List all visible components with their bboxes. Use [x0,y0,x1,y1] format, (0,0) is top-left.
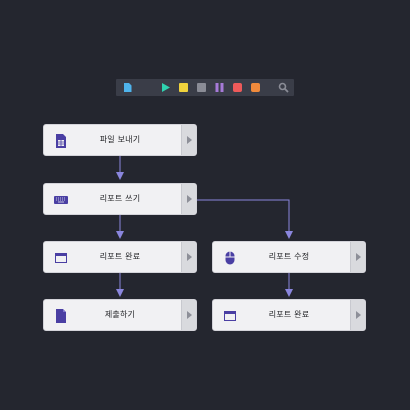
expand-button[interactable] [350,300,365,330]
window-icon [222,308,238,324]
orange-square-icon[interactable] [250,82,261,93]
chevron-right-icon [187,253,192,261]
play-icon[interactable] [160,82,171,93]
spreadsheet-icon [53,133,69,149]
flow-node-report-complete-left[interactable]: 리포트 완료 [43,241,197,273]
document-icon [53,308,69,324]
expand-button[interactable] [350,242,365,272]
flow-node-write-report[interactable]: 리포트 쓰기 [43,183,197,215]
flow-node-report-complete-right[interactable]: 리포트 완료 [212,299,366,331]
flow-node-submit[interactable]: 제출하기 [43,299,197,331]
node-label: 리포트 완료 [99,252,141,261]
chevron-right-icon [356,253,361,261]
expand-button[interactable] [181,125,196,155]
chevron-right-icon [187,136,192,144]
node-label: 리포트 완료 [268,310,310,319]
chevron-right-icon [187,311,192,319]
node-label: 파일 보내기 [99,135,141,144]
document-icon[interactable] [122,82,133,93]
yellow-square-icon[interactable] [178,82,189,93]
chevron-right-icon [356,311,361,319]
flow-node-edit-report[interactable]: 리포트 수정 [212,241,366,273]
node-label: 리포트 수정 [268,252,310,261]
expand-button[interactable] [181,242,196,272]
connector-write-to-edit [197,199,293,239]
zoom-icon[interactable] [278,82,289,93]
flow-node-export-file[interactable]: 파일 보내기 [43,124,197,156]
pause-icon[interactable] [214,82,225,93]
keyboard-icon [53,192,69,208]
node-label: 제출하기 [104,310,136,319]
mouse-icon [222,250,238,266]
expand-button[interactable] [181,184,196,214]
red-square-icon[interactable] [232,82,243,93]
chevron-right-icon [187,195,192,203]
toolbar [116,79,294,96]
window-icon [53,250,69,266]
expand-button[interactable] [181,300,196,330]
gray-square-icon[interactable] [196,82,207,93]
node-label: 리포트 쓰기 [99,194,141,203]
